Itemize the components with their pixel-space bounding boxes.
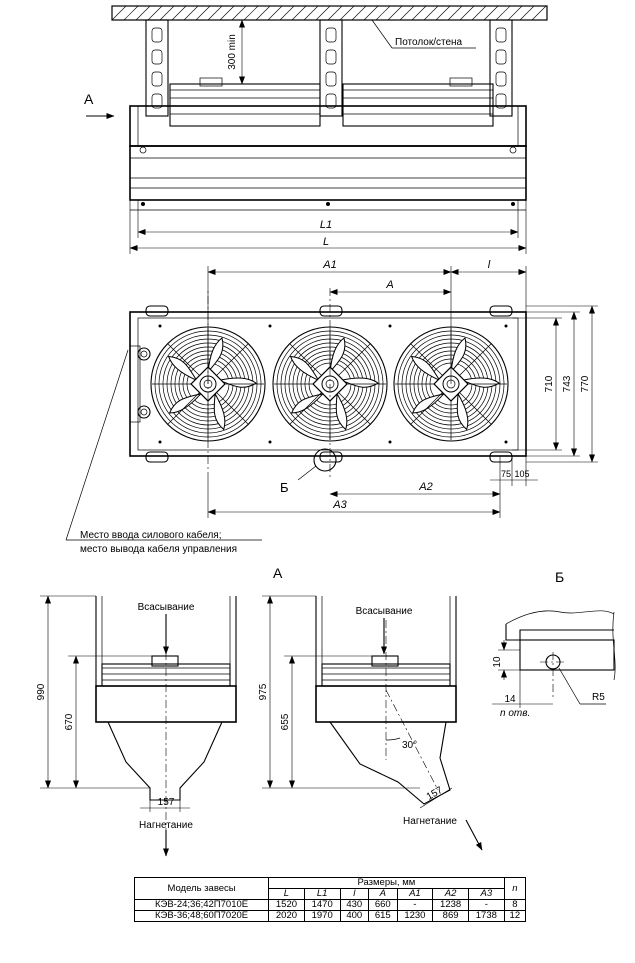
table-cell: - bbox=[467, 899, 505, 911]
table-cell-n: 12 bbox=[503, 910, 527, 922]
discharge-left-label: Нагнетание bbox=[139, 820, 193, 831]
dim-A2: A2 bbox=[418, 481, 432, 493]
clearance-label: 300 min bbox=[227, 34, 238, 70]
mounting-bracket-left bbox=[145, 19, 169, 117]
discharge-right-label: Нагнетание bbox=[403, 816, 457, 827]
ceiling-hatching bbox=[111, 5, 547, 21]
heater-block-right bbox=[342, 83, 494, 127]
table-cell: 1230 bbox=[396, 910, 434, 922]
angle-30-label: 30° bbox=[402, 740, 417, 751]
table-cell: - bbox=[396, 899, 434, 911]
table-cell: 1238 bbox=[432, 899, 469, 911]
table-col-header: L1 bbox=[303, 888, 341, 900]
dim-L: L bbox=[323, 236, 329, 248]
heater-block-left bbox=[169, 83, 321, 127]
plan-view: A1 l A 710 743 770 75 105 A2 bbox=[65, 259, 598, 555]
mounting-bracket-middle bbox=[319, 19, 343, 117]
view-a-arrow-label: A bbox=[84, 91, 94, 107]
holes-label: n отв. bbox=[500, 708, 530, 719]
ceiling-slab bbox=[111, 5, 548, 21]
dim-A: A bbox=[385, 279, 393, 291]
dim-157-right: 157 bbox=[425, 785, 445, 803]
side-view: 300 min Потолок/стена A L1 L bbox=[84, 5, 548, 254]
table-col-header: L bbox=[268, 888, 305, 900]
view-a-front: А Всасывание Нагнетание 990 670 157 bbox=[36, 565, 283, 857]
table-cell-model: КЭВ-24;36;42П7010Е bbox=[133, 899, 270, 911]
dim-L1: L1 bbox=[320, 219, 332, 231]
table-col-header: A bbox=[368, 888, 398, 900]
table-col-header: l bbox=[339, 888, 370, 900]
ceiling-wall-label: Потолок/стена bbox=[395, 37, 463, 48]
table-cell: 615 bbox=[368, 910, 398, 922]
radius-r5-label: R5 bbox=[592, 692, 605, 703]
dim-655: 655 bbox=[280, 713, 291, 730]
detail-b-title: Б bbox=[555, 569, 564, 585]
dim-75: 75 bbox=[501, 469, 511, 479]
spec-table: Модель завесы Размеры, мм n L L1 l A A1 … bbox=[133, 877, 527, 922]
table-row: КЭВ-36;48;60П7020Е 2020 1970 400 615 123… bbox=[133, 910, 527, 922]
table-header-sizes: Размеры, мм bbox=[268, 877, 505, 889]
table-header-n: n bbox=[503, 877, 527, 900]
table-header-model: Модель завесы bbox=[133, 877, 270, 900]
table-cell: 1738 bbox=[467, 910, 505, 922]
table-cell: 869 bbox=[432, 910, 469, 922]
table-cell-n: 8 bbox=[503, 899, 527, 911]
table-cell-model: КЭВ-36;48;60П7020Е bbox=[133, 910, 270, 922]
cable-note-line-2: место вывода кабеля управления bbox=[80, 543, 237, 555]
suction-left-label: Всасывание bbox=[138, 602, 195, 613]
dim-975: 975 bbox=[258, 683, 269, 700]
table-cell: 1970 bbox=[303, 910, 341, 922]
dim-670: 670 bbox=[64, 713, 75, 730]
table-cell: 430 bbox=[339, 899, 370, 911]
table-cell: 1520 bbox=[268, 899, 305, 911]
detail-b: Б 10 14 n отв. R5 bbox=[492, 569, 616, 719]
table-row: КЭВ-24;36;42П7010Е 1520 1470 430 660 - 1… bbox=[133, 899, 527, 911]
table-cell: 400 bbox=[339, 910, 370, 922]
table-cell: 2020 bbox=[268, 910, 305, 922]
table-cell: 660 bbox=[368, 899, 398, 911]
table-col-header: A3 bbox=[467, 888, 505, 900]
suction-right-label: Всасывание bbox=[356, 606, 413, 617]
dim-A3: A3 bbox=[332, 499, 347, 511]
dim-990: 990 bbox=[36, 683, 47, 700]
unit-body-lower bbox=[129, 145, 527, 201]
dim-743: 743 bbox=[562, 375, 573, 392]
table-col-header: A1 bbox=[396, 888, 434, 900]
dim-l: l bbox=[488, 259, 491, 271]
cable-note-line-1: Место ввода силового кабеля; bbox=[80, 529, 222, 541]
dim-157-left: 157 bbox=[158, 797, 175, 808]
dim-770: 770 bbox=[580, 375, 591, 392]
view-a-title: А bbox=[273, 565, 283, 581]
dim-10-label: 10 bbox=[492, 656, 503, 668]
table-col-header: A2 bbox=[432, 888, 469, 900]
dim-105: 105 bbox=[514, 469, 529, 479]
table-cell: 1470 bbox=[303, 899, 341, 911]
dim-710: 710 bbox=[544, 375, 555, 392]
dim-14-label: 14 bbox=[504, 694, 516, 705]
view-a-angled: 30° Всасывание Нагнетание 975 655 157 bbox=[258, 595, 483, 851]
dim-A1: A1 bbox=[322, 259, 336, 271]
detail-b-marker: Б bbox=[280, 480, 289, 495]
